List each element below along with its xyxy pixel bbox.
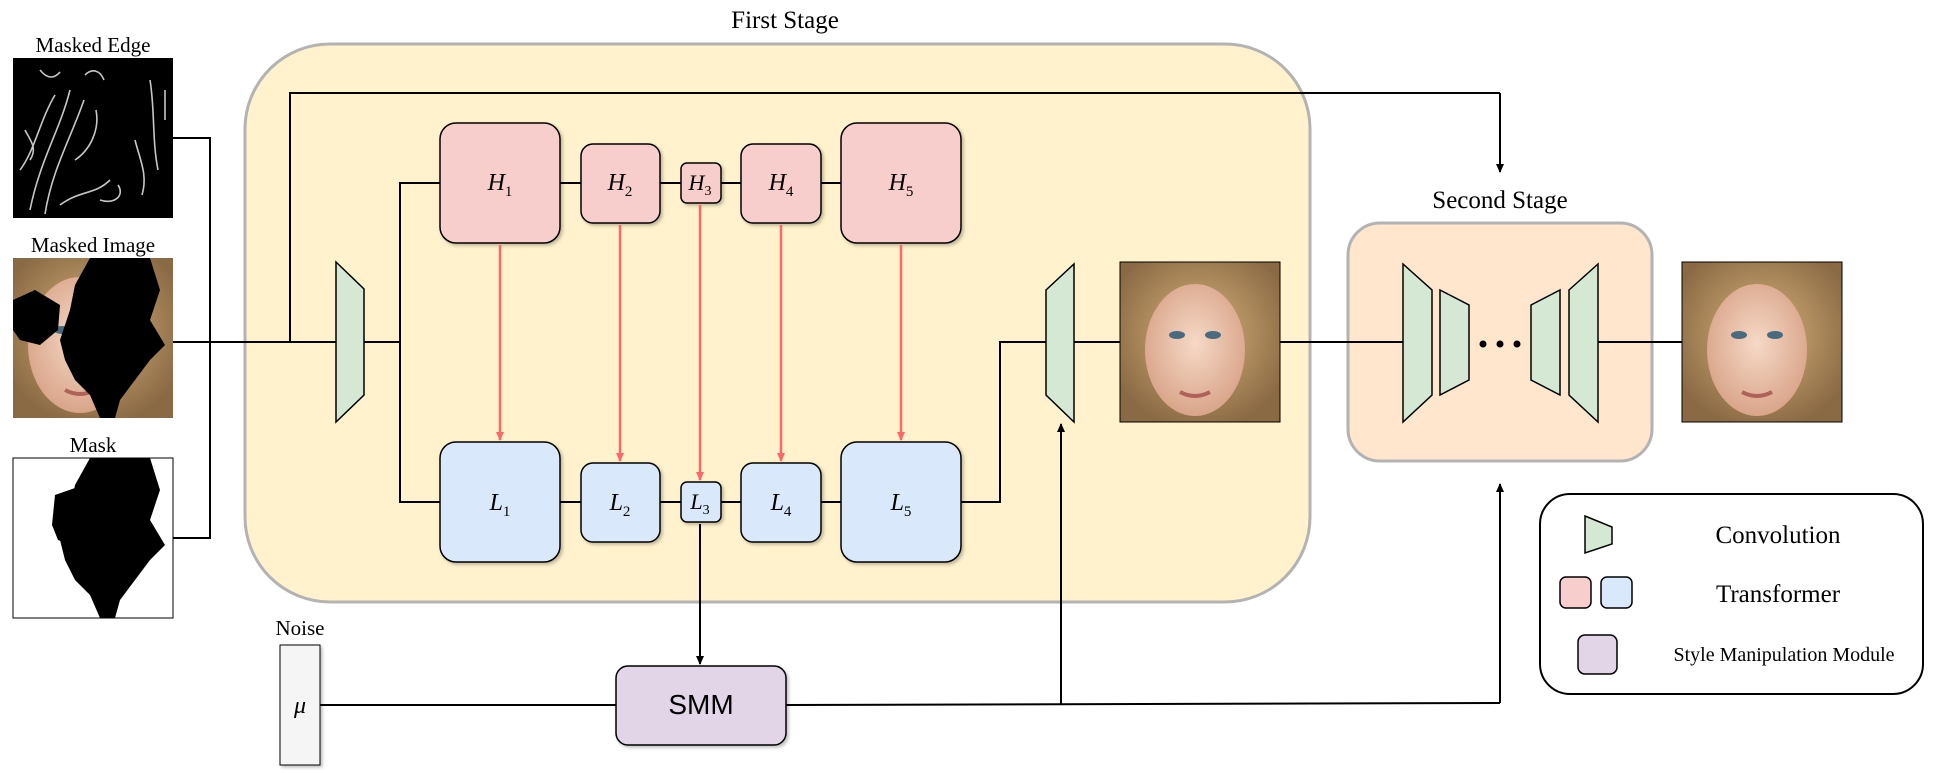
l-block-3 [680, 481, 722, 523]
smm-block [615, 665, 787, 746]
second-stage-conv-3 [1530, 288, 1561, 397]
smm-output-lines [785, 702, 1501, 706]
l-block-2 [580, 462, 661, 543]
h-block-4-label: H4 [768, 170, 794, 200]
legend-smm-label: Style Manipulation Module [1673, 644, 1894, 666]
h-block-1-label: H1 [487, 170, 513, 200]
masked-face-image [13, 258, 173, 418]
low-row-line [560, 341, 1046, 503]
decoder-convolution [1045, 262, 1075, 424]
legend-transformer-label: Transformer [1716, 581, 1841, 608]
h-block-3 [680, 162, 722, 204]
branch-lines [364, 182, 440, 503]
l-block-4 [740, 462, 822, 543]
encoder-convolution [335, 260, 365, 424]
input-connectors [173, 92, 1500, 539]
smm-label: SMM [668, 689, 733, 720]
second-stage-convolutions [1402, 262, 1599, 424]
l-block-5-label: L5 [890, 490, 912, 520]
h-block-2 [580, 143, 661, 224]
h-block-4 [740, 143, 822, 224]
noise-label: Noise [276, 616, 325, 640]
legend-convolution-icon [1584, 514, 1613, 555]
legend-convolution-label: Convolution [1715, 522, 1841, 549]
noise-symbol: μ [293, 693, 306, 719]
first-stage-output-image [1119, 261, 1281, 423]
second-stage-conv-1 [1402, 262, 1433, 424]
second-stage-conv-2 [1439, 288, 1470, 397]
mask-image [12, 457, 174, 619]
masked-edge-image [13, 58, 173, 218]
legend-box [1539, 493, 1924, 695]
h-block-2-label: H2 [607, 170, 633, 200]
masked-edge-label: Masked Edge [36, 33, 151, 57]
legend-smm-icon [1577, 634, 1618, 675]
second-stage-conv-4 [1568, 262, 1599, 424]
l-block-1 [439, 441, 561, 563]
l-block-2-label: L2 [609, 490, 631, 520]
first-stage-title: First Stage [731, 7, 839, 34]
legend-transformer-low-icon [1600, 576, 1633, 609]
l-block-3-label: L3 [689, 489, 709, 518]
h-block-5 [840, 122, 962, 244]
l-block-1-label: L1 [489, 490, 511, 520]
h-to-l-arrows [496, 205, 905, 481]
masked-image-label: Masked Image [31, 233, 155, 257]
ellipsis-dots [1479, 340, 1521, 348]
l-block-5 [840, 441, 962, 563]
h-block-3-label: H3 [688, 170, 712, 199]
mask-label: Mask [70, 433, 117, 457]
final-output-image [1681, 261, 1843, 423]
noise-box [279, 644, 321, 766]
h-block-1 [439, 122, 561, 244]
second-stage-title: Second Stage [1432, 187, 1567, 214]
legend-transformer-high-icon [1559, 576, 1592, 609]
l-block-4-label: L4 [770, 490, 792, 520]
h-block-5-label: H5 [888, 170, 914, 200]
